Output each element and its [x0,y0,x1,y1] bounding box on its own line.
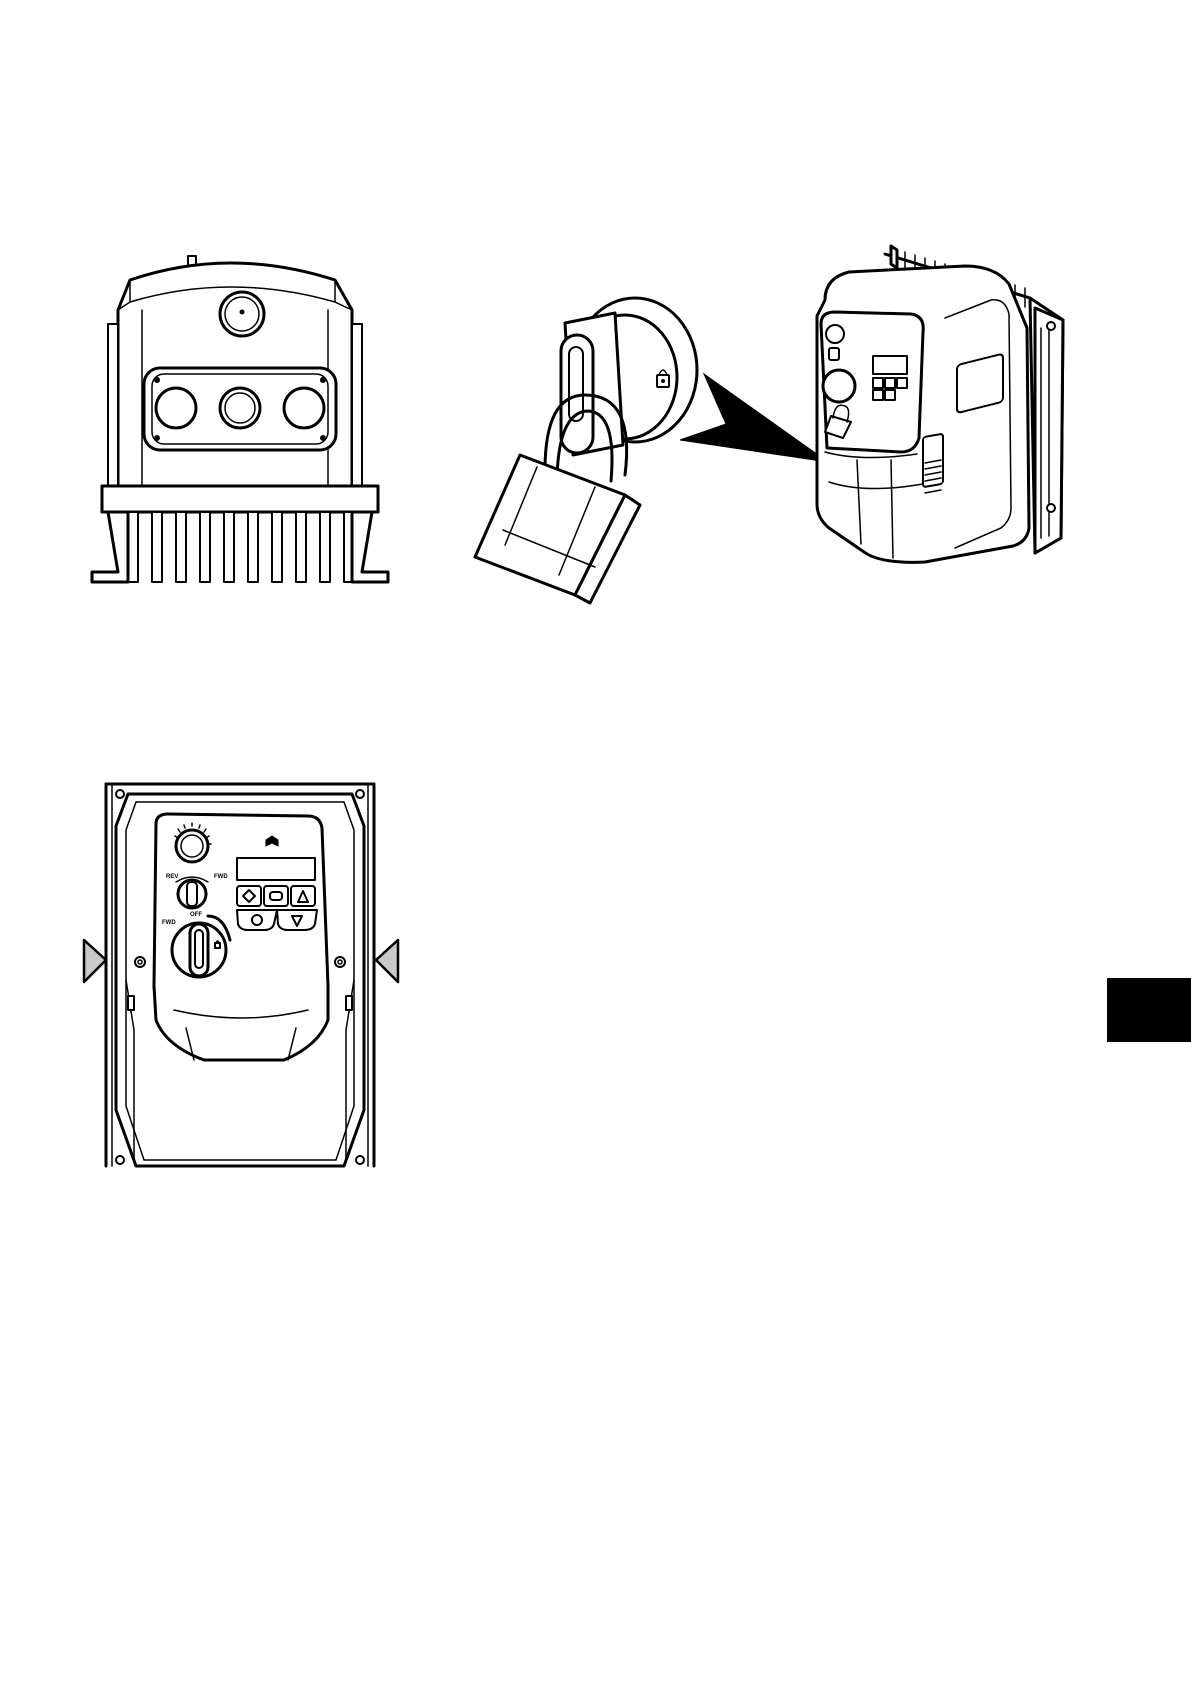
marker-left-icon [84,940,106,982]
drive-front-view-icon: REV FWD FWD OFF [82,780,402,1170]
padlock-icon [475,295,715,605]
dial-fwd-label: FWD [214,874,228,880]
switch-off-label: OFF [190,912,202,918]
drive-isometric-icon [805,238,1075,578]
dial-rev-label: REV [166,874,178,880]
drive-top-view-icon [90,250,390,590]
marker-right-icon [376,940,398,982]
side-tab-marker [1107,978,1191,1042]
switch-fwd-label: FWD [162,920,176,926]
